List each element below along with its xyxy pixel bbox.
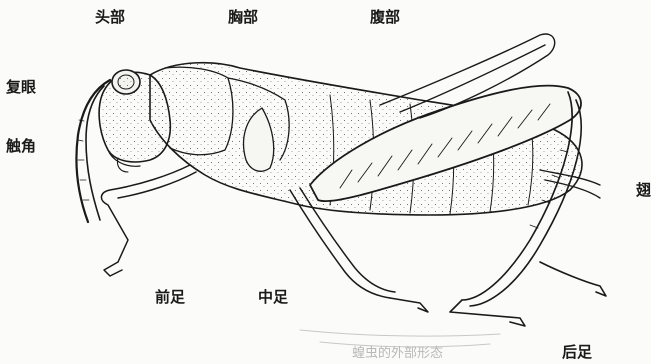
label-antenna: 触角 (6, 137, 36, 155)
label-wing: 翅 (636, 181, 651, 199)
label-abdomen: 腹部 (370, 8, 400, 26)
label-thorax: 胸部 (228, 8, 258, 26)
label-midleg: 中足 (258, 288, 288, 306)
label-hindleg: 后足 (562, 343, 592, 361)
label-compound-eye: 复眼 (6, 78, 36, 96)
foreleg (101, 165, 196, 276)
label-head: 头部 (95, 8, 125, 26)
faint-caption: 蝗虫的外部形态 (352, 345, 443, 363)
compound-eye (112, 70, 140, 94)
label-foreleg: 前足 (155, 288, 185, 306)
